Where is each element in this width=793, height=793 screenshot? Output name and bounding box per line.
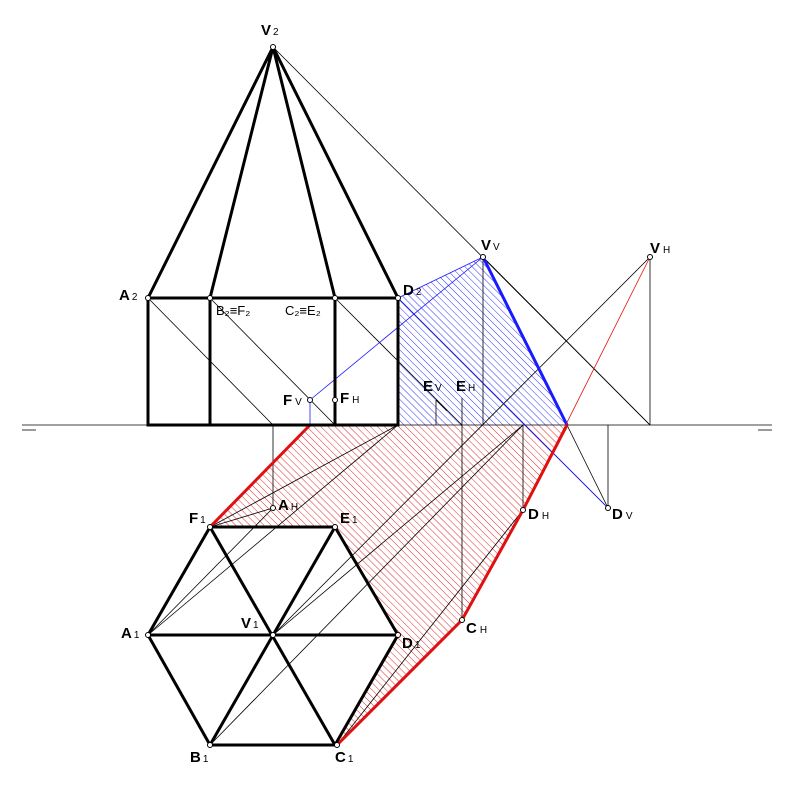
label-c2-e2: C₂≡E₂ — [285, 303, 321, 318]
horizontal-shadow-region — [210, 425, 567, 745]
front-view — [146, 45, 400, 427]
point-markers — [145, 44, 653, 748]
vertical-shadow-region — [398, 257, 567, 425]
horizontal-shadow-lines — [208, 256, 651, 747]
label-b2-f2: B₂≡F₂ — [216, 303, 250, 318]
